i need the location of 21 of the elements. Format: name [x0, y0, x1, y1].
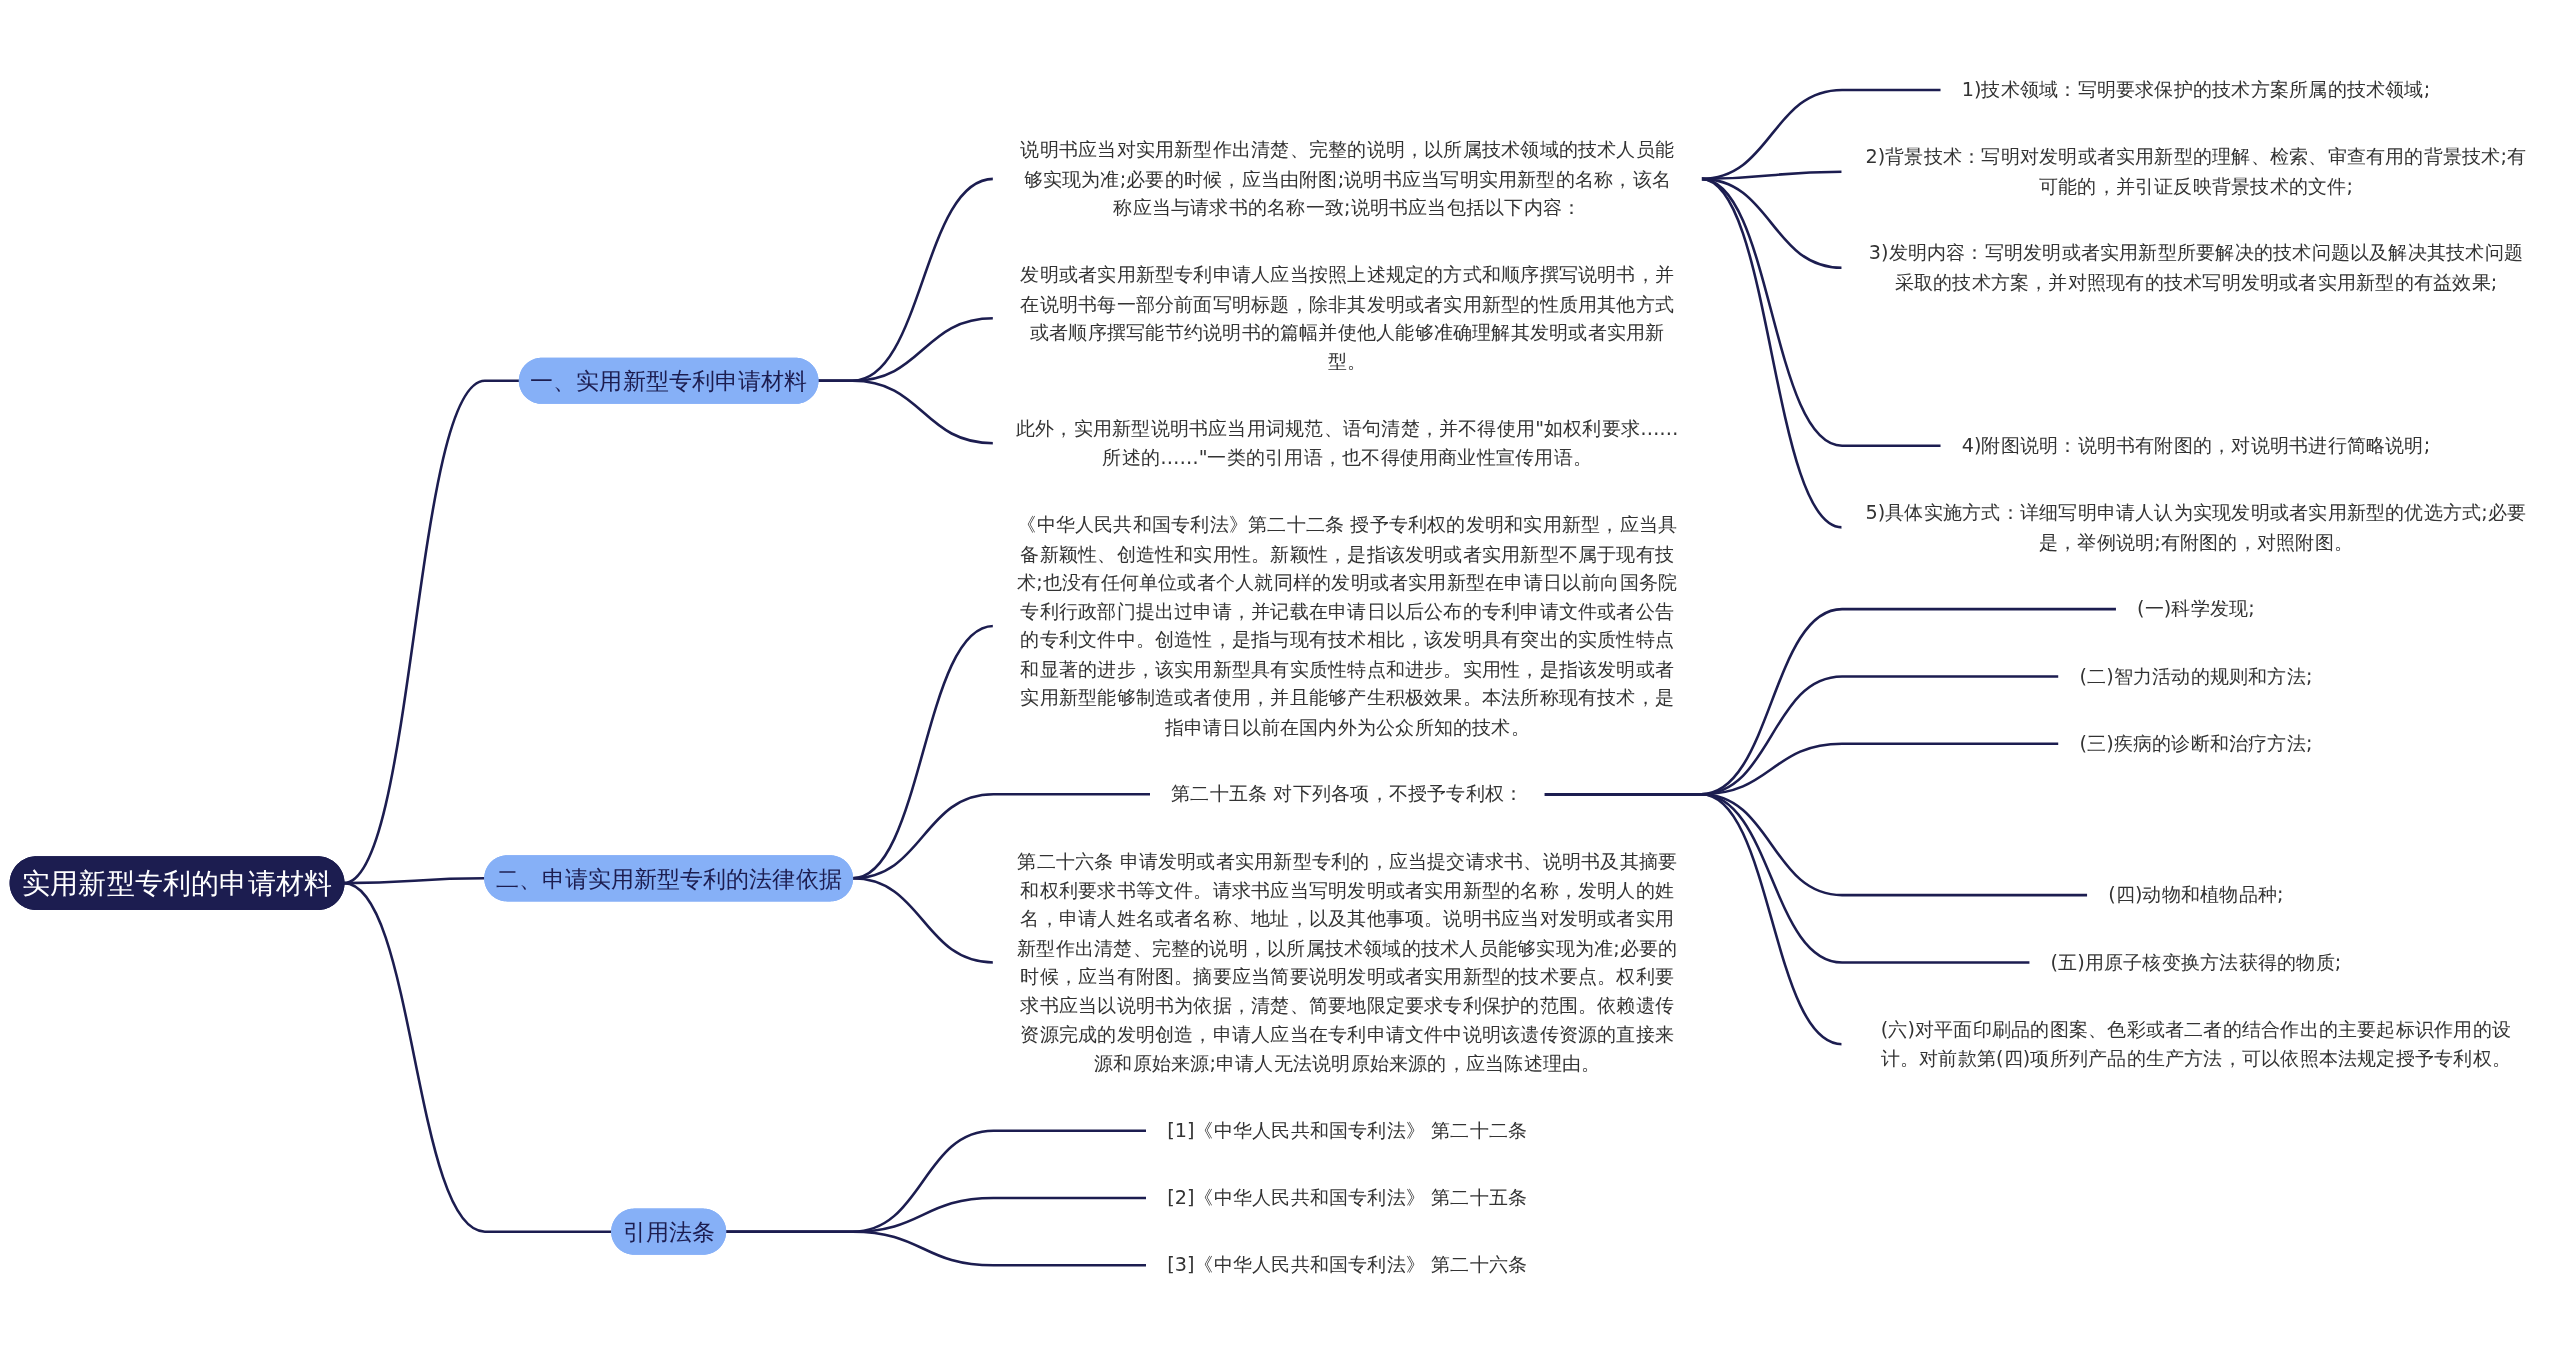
node-text: 《中华人民共和国专利法》第二十二条 授予专利权的发明和实用新型，应当具备新颖性、创造性和实用性。新颖性，是指该发明或者实用新型不属于现有技术;也没有任何单位或者个人就同样的发明或者实用新型在申请日以前向国务院专利行政部门提出过申请，并记载在申请日以后公布的专利申请文件或者公告的专利文件中。创造性，是指与现有技术相比，该发明具有突出的实质性特点和显著的进步，该实用新型具有实质性特点和进步。实用性，是指该发明或者实用新型能够制造或者使用，并且能够产生积极效果。本法所称现有技术，是指申请日以前在国内外为公众所知的技术。 [1017, 513, 1678, 739]
node-text: 3)发明内容：写明发明或者实用新型所要解决的技术问题以及解决其技术问题采取的技术方案，并对照现有的技术写明发明或者实用新型的有益效果; [1868, 241, 2524, 294]
node-text: 此外，实用新型说明书应当用词规范、语句清楚，并不得使用"如权利要求……所述的……"一类的引用语，也不得使用商业性宣传用语。 [1015, 417, 1679, 470]
node-text: [3]《中华人民共和国专利法》 第二十六条 [1167, 1253, 1528, 1277]
node-text: (四)动物和植物品种; [2108, 883, 2284, 907]
node-text: 第二十六条 申请发明或者实用新型专利的，应当提交请求书、说明书及其摘要和权利要求书等文件。请求书应当写明发明或者实用新型的名称，发明人的姓名，申请人姓名或者名称、地址，以及其他事项。说明书应当对发明或者实用新型作出清楚、完整的说明，以所属技术领域的技术人员能够实现为准;必要的时候，应当有附图。摘要应当简要说明发明或者实用新型的技术要点。权利要求书应当以说明书为依据，清楚、简要地限定要求专利保护的范围。依赖遗传资源完成的发明创造，申请人应当在专利申请文件中说明该遗传资源的直接来源和原始来源;申请人无法说明原始来源的，应当陈述理由。 [1017, 850, 1678, 1075]
node-text: 1)技术领域：写明要求保护的技术方案所属的技术领域; [1961, 78, 2431, 102]
node-text: [1]《中华人民共和国专利法》 第二十二条 [1167, 1119, 1528, 1143]
node-text: (五)用原子核变换方法获得的物质; [2050, 950, 2342, 975]
node-text: (三)疾病的诊断和治疗方法; [2079, 732, 2313, 756]
node-text: 2)背景技术：写明对发明或者实用新型的理解、检索、审查有用的背景技术;有可能的，并引证反映背景技术的文件; [1865, 145, 2527, 198]
node-text: 说明书应当对实用新型作出清楚、完整的说明，以所属技术领域的技术人员能够实现为准;必要的时候，应当由附图;说明书应当写明实用新型的名称，该名称应当与请求书的名称一致;说明书应当包括以下内容： [1020, 138, 1675, 220]
node-text: (一)科学发现; [2137, 597, 2255, 621]
node-text: (六)对平面印刷品的图案、色彩或者二者的结合作出的主要起标识作用的设计。对前款第(四)项所列产品的生产方法，可以依照本法规定授予专利权。 [1880, 1018, 2512, 1071]
node-text: 5)具体实施方式：详细写明申请人认为实现发明或者实用新型的优选方式;必要是，举例说明;有附图的，对照附图。 [1865, 501, 2527, 554]
node-text: 发明或者实用新型专利申请人应当按照上述规定的方式和顺序撰写说明书，并在说明书每一部分前面写明标题，除非其发明或者实用新型的性质用其他方式或者顺序撰写能节约说明书的篇幅并使他人能够准确理解其发明或者实用新型。 [1020, 263, 1675, 374]
node-text: 4)附图说明：说明书有附图的，对说明书进行简略说明; [1961, 434, 2431, 458]
connector [725, 1230, 1147, 1267]
node-text: [2]《中华人民共和国专利法》 第二十五条 [1167, 1186, 1528, 1210]
node-text: (二)智力活动的规则和方法; [2079, 664, 2313, 689]
node-text: 第二十五条 对下列各项，不授予专利权： [1171, 782, 1524, 806]
